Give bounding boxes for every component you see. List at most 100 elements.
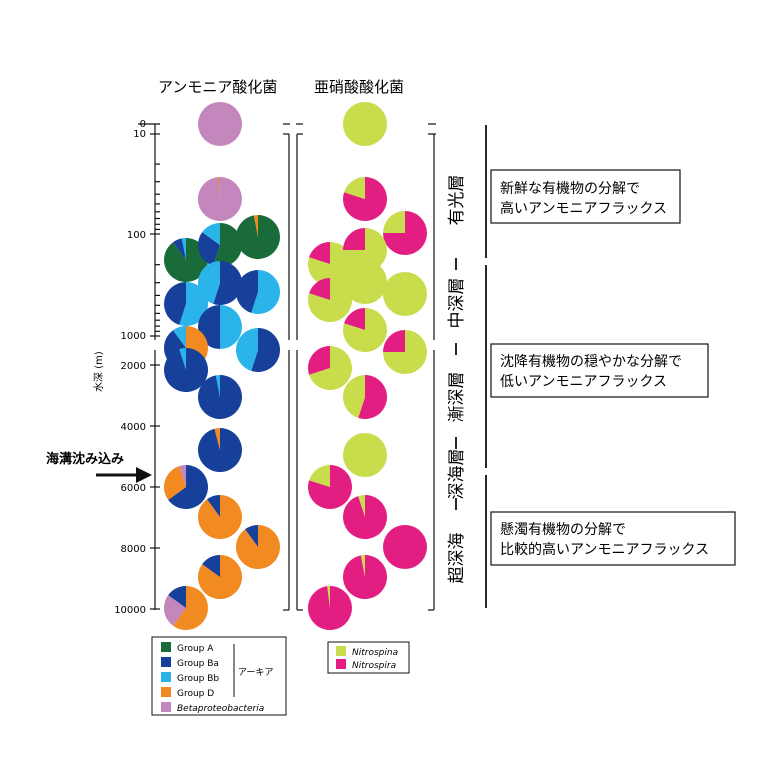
legend-label-group-bb: Group Bb (177, 674, 219, 684)
ammonia-pie-3-slice-groupA (236, 214, 281, 260)
ammonia-pie-8-slice-groupBa (236, 270, 258, 313)
nitrite-pie-18-slice-nitrospira (307, 586, 352, 631)
note-3-line-1: 懸濁有機物の分解で (500, 522, 626, 538)
ammonia-pie-1-slice-beta (198, 102, 242, 146)
legend-swatch-group-a (161, 642, 171, 652)
nitrite-pie-4-slice-nitrospira (309, 242, 330, 264)
ammonia-pie-18-slice-groupBa (245, 525, 258, 547)
note-2-line-1: 沈降有機物の穏やかな分解で (500, 354, 682, 370)
title-ammonia-oxidizers: アンモニア酸化菌 (158, 78, 277, 96)
ammonia-pie-5-slice-groupA (213, 223, 243, 267)
legend-swatch-nitrospira (336, 659, 346, 669)
nitrite-pie-18-slice-nitrospina (327, 586, 330, 608)
nitrite-pie-1-slice-nitrospina (343, 102, 387, 146)
depth-axis: 0 10 100 1000 2000 4000 6000 8000 10000 … (93, 119, 160, 616)
legend-label-group-d: Group D (177, 689, 214, 699)
nitrite-pie-13-slice-nitrospina (343, 433, 387, 477)
nitrite-pie-3-slice-nitrospina (383, 211, 405, 233)
nitrite-pie-18 (307, 586, 352, 631)
trench-label: 海溝沈み込み (46, 451, 124, 467)
note-3-line-2: 比較的高いアンモニアフラックス (500, 541, 709, 558)
ammonia-pie-5-slice-groupBb (202, 223, 220, 245)
tick-label-10000: 10000 (114, 605, 146, 616)
column-separator-2 (428, 123, 436, 611)
zone-labels: 有光層 中深層 漸深層 深海層 超深海 (447, 175, 467, 584)
ammonia-pie-16-slice-groupD (197, 495, 242, 539)
trench-arrow-group: 海溝沈み込み (46, 451, 152, 483)
ammonia-pie-18-slice-groupD (235, 525, 280, 570)
note-box-3: 懸濁有機物の分解で 比較的高いアンモニアフラックス (490, 511, 736, 566)
ammonia-pie-14-slice-groupBa (197, 428, 242, 473)
tick-label-1000: 1000 (121, 331, 146, 342)
ammonia-pie-7-slice-groupBa (213, 261, 243, 305)
column-separator-1 (283, 123, 303, 611)
ammonia-pie-2 (197, 176, 242, 221)
nitrite-pie-16-slice-nitrospira (383, 525, 427, 569)
ammonia-pie-17-slice-groupBa (202, 555, 220, 577)
note-box-2: 沈降有機物の穏やかな分解で 低いアンモニアフラックス (490, 343, 709, 398)
nitrite-pie-2 (343, 177, 388, 222)
ammonia-pie-5-slice-groupBa (198, 232, 220, 266)
minor-ticks (155, 163, 160, 332)
nitrite-pie-5-slice-nitrospira (343, 228, 365, 250)
ammonia-pie-19-slice-beta (163, 595, 186, 626)
legend-swatch-group-bb (161, 672, 171, 682)
ammonia-pie-12 (164, 348, 209, 392)
zone-abyssopelagic: 深海層 (447, 449, 467, 500)
ammonia-pie-13-slice-groupBb (215, 375, 220, 397)
ammonia-pie-16 (197, 494, 242, 539)
zone-mesopelagic: 中深層 (447, 278, 467, 329)
nitrite-pie-11-slice-nitrospira (308, 346, 330, 375)
legend-swatch-nitrospina (336, 646, 346, 656)
nitrite-pie-10 (383, 330, 427, 374)
title-nitrite-oxidizers: 亜硝酸酸化菌 (314, 78, 404, 96)
ammonia-pie-10 (236, 328, 281, 372)
ammonia-pie-4-slice-groupBa (173, 238, 186, 260)
nitrite-pie-16 (383, 525, 427, 569)
zone-euphotic: 有光層 (447, 175, 467, 226)
ammonia-pie-15-slice-beta (179, 465, 186, 487)
legend-label-group-a: Group A (177, 644, 214, 654)
nitrite-pie-11 (308, 346, 353, 391)
ammonia-pie-6-slice-groupBa (164, 282, 186, 325)
nitrite-pie-15 (343, 495, 388, 539)
nitrite-pie-1 (343, 102, 387, 146)
nitrite-pie-9-slice-nitrospina (343, 308, 388, 352)
tick-label-8000: 8000 (121, 544, 146, 555)
ammonia-pie-1 (198, 102, 242, 146)
note-2-line-2: 低いアンモニアフラックス (500, 374, 667, 390)
ammonia-pie-4-slice-groupBb (181, 238, 186, 260)
note-1-line-2: 高いアンモニアフラックス (500, 200, 667, 217)
ammonia-pie-17-slice-groupD (197, 555, 242, 600)
nitrite-pie-8-slice-nitrospina (383, 272, 427, 316)
ammonia-pie-9-slice-groupBb (220, 305, 242, 349)
ammonia-pie-15 (164, 465, 208, 510)
ammonia-pie-3-slice-groupD (253, 215, 258, 237)
nitrite-pie-10-slice-nitrospira (383, 330, 405, 352)
nitrite-pie-3 (383, 211, 427, 255)
tick-label-2000: 2000 (121, 361, 146, 372)
legend-label-beta: Betaproteobacteria (177, 704, 264, 714)
legend-nitrite: Nitrospina Nitrospira (327, 641, 410, 674)
ammonia-pie-10-slice-groupBb (236, 328, 258, 371)
ammonia-pie-14-slice-groupD (214, 428, 220, 450)
nitrite-pie-12-slice-nitrospira (358, 375, 388, 419)
tick-label-10: 10 (133, 129, 146, 140)
ammonia-pie-8 (236, 270, 281, 314)
nitrite-pie-2-slice-nitrospira (343, 177, 388, 222)
ammonia-pie-14 (197, 428, 242, 473)
ammonia-pie-10-slice-groupBa (251, 328, 281, 372)
nitrite-pie-14-slice-nitrospira (308, 465, 353, 510)
legend-ammonia: Group A Group Ba Group Bb Group D Betapr… (151, 636, 287, 716)
ammonia-pie-17 (197, 555, 242, 600)
ammonia-pie-12-slice-groupBb (179, 348, 186, 370)
nitrite-pie-5 (343, 228, 387, 272)
legend-swatch-group-ba (161, 657, 171, 667)
note-box-1: 新鮮な有機物の分解で 高いアンモニアフラックス (490, 169, 681, 224)
nitrite-pie-6-slice-nitrospira (309, 278, 330, 300)
ammonia-pie-5 (198, 223, 243, 267)
ammonia-pie-8-slice-groupBb (251, 270, 281, 314)
tick-label-100: 100 (127, 230, 146, 241)
pies-ammonia (163, 102, 281, 630)
